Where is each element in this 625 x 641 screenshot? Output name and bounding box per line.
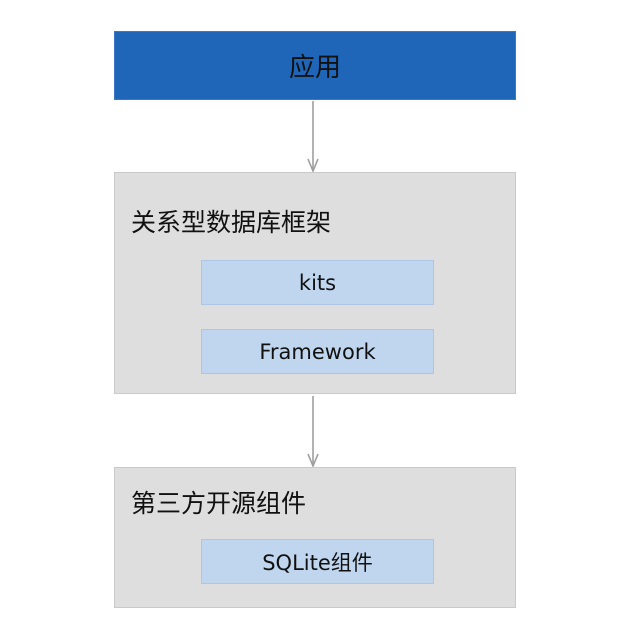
framework-module: Framework bbox=[201, 329, 434, 374]
app-layer-label: 应用 bbox=[288, 53, 341, 83]
third-party-group: 第三方开源组件 SQLite组件 bbox=[114, 467, 516, 608]
app-layer-box: 应用 bbox=[114, 31, 516, 100]
rdb-framework-group: 关系型数据库框架 kits Framework bbox=[114, 172, 516, 394]
third-party-title: 第三方开源组件 bbox=[131, 489, 307, 518]
kits-module: kits bbox=[201, 260, 434, 305]
sqlite-module-label: SQLite组件 bbox=[262, 550, 373, 575]
kits-module-label: kits bbox=[298, 270, 337, 295]
rdb-framework-title: 关系型数据库框架 bbox=[131, 208, 332, 237]
sqlite-module: SQLite组件 bbox=[201, 539, 434, 584]
framework-module-label: Framework bbox=[259, 339, 376, 364]
